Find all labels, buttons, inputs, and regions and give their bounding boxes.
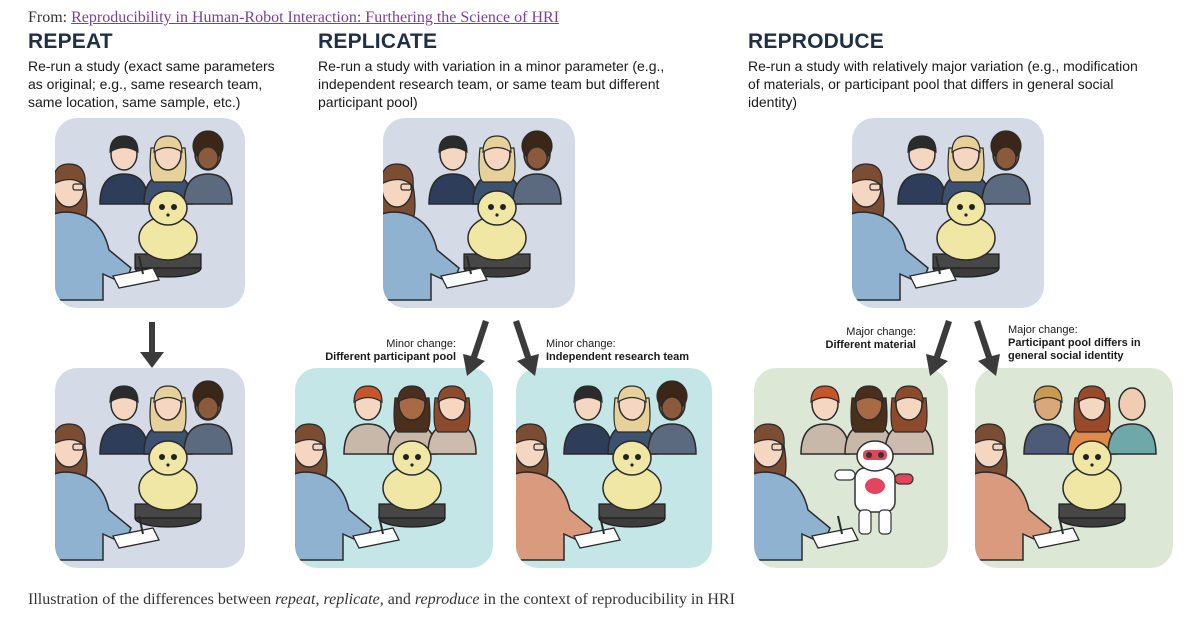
participant-person-1 [897,135,947,205]
change-label-material: Major change: Different material [800,326,916,352]
change-label-team: Minor change: Independent research team [546,338,716,364]
robot-domed [463,190,531,278]
researcher-person [975,423,1080,561]
robot-domed [134,440,202,528]
desc-line: as original; e.g., same research team, [28,76,263,92]
participant-person-3 [512,130,562,205]
researcher-person [55,163,160,301]
panel-reproduce-original [852,118,1044,308]
scene-illustration [55,118,245,308]
scene-illustration [754,368,948,568]
scene-illustration [55,368,245,568]
change-detail: Different participant pool [325,351,456,363]
caption-term: reproduce [414,591,480,608]
scene-illustration [852,118,1044,308]
desc-line: Re-run a study (exact same parameters [28,58,275,74]
panel-repeat-original [55,118,245,308]
desc-line: Re-run a study with variation in a minor… [318,58,665,74]
desc-line: participant pool) [318,94,418,110]
column-title: REPRODUCE [748,30,884,53]
participant-person-3 [647,380,697,455]
panel-reproduce-identity [975,368,1173,568]
change-detail: general social identity [1008,350,1124,362]
caption-text: , and [379,591,415,608]
researcher-person [55,423,160,561]
robot-nao [834,440,914,535]
participant-person-1 [563,385,613,455]
participant-person-3 [183,380,233,455]
participant-person-1 [343,385,393,455]
participant-person-3 [981,130,1031,205]
participant-person-1 [428,135,478,205]
column-title: REPEAT [28,30,113,53]
panel-replicate-participants [295,368,493,568]
change-detail: Participant pool differs in [1008,337,1141,349]
column-replicate: REPLICATE Re-run a study with variation … [318,30,718,111]
participant-person-3 [1107,387,1157,455]
participant-person-3 [884,385,934,455]
change-label-participants: Minor change: Different participant pool [300,338,456,364]
column-description: Re-run a study with variation in a minor… [318,57,718,111]
robot-domed [598,440,666,528]
change-kind: Minor change: [386,338,456,350]
column-reproduce: REPRODUCE Re-run a study with relatively… [748,30,1188,111]
participant-person-1 [99,385,149,455]
figure-caption: Illustration of the differences between … [28,591,735,609]
source-link[interactable]: Reproducibility in Human-Robot Interacti… [71,9,560,26]
caption-text: Illustration of the differences between [28,591,276,608]
arrow-replicate-left [463,320,489,376]
source-line: From: Reproducibility in Human-Robot Int… [28,9,559,27]
change-kind: Minor change: [546,338,616,350]
participant-person-3 [427,385,477,455]
robot-domed [378,440,446,528]
arrow-down-repeat [140,322,164,368]
caption-term: replicate [323,591,380,608]
caption-text: , [315,591,324,608]
scene-illustration [516,368,712,568]
researcher-person [383,163,488,301]
caption-text: in the context of reproducibility in HRI [479,591,735,608]
scene-illustration [975,368,1173,568]
scene-illustration [295,368,493,568]
researcher-person [516,423,621,561]
column-description: Re-run a study with relatively major var… [748,57,1188,111]
change-label-identity: Major change: Participant pool differs i… [1008,324,1178,363]
robot-domed [932,190,1000,278]
arrow-reproduce-right [974,320,1000,376]
panel-replicate-original [383,118,575,308]
panel-reproduce-material [754,368,948,568]
participant-person-1 [99,135,149,205]
researcher-person [852,163,957,301]
caption-term: repeat [275,591,316,608]
desc-line: of materials, or participant pool that d… [748,76,1114,92]
researcher-person [754,423,859,561]
desc-line: Re-run a study with relatively major var… [748,58,1138,74]
change-detail: Independent research team [546,351,690,363]
arrow-replicate-right [513,320,539,376]
panel-replicate-team [516,368,712,568]
from-label: From: [28,9,68,26]
participant-person-3 [183,130,233,205]
desc-line: independent research team, or same team … [318,76,660,92]
desc-line: same location, same sample, etc.) [28,94,241,110]
robot-domed [134,190,202,278]
arrow-reproduce-left [926,320,952,376]
panel-repeat-result [55,368,245,568]
participant-person-1 [1023,385,1073,455]
change-kind: Major change: [1008,324,1078,336]
change-detail: Different material [825,339,916,351]
desc-line: identity) [748,94,798,110]
robot-domed [1058,440,1126,528]
column-repeat: REPEAT Re-run a study (exact same parame… [28,30,308,111]
researcher-person [295,423,400,561]
column-title: REPLICATE [318,30,438,53]
column-description: Re-run a study (exact same parameters as… [28,57,308,111]
change-kind: Major change: [846,326,916,338]
scene-illustration [383,118,575,308]
